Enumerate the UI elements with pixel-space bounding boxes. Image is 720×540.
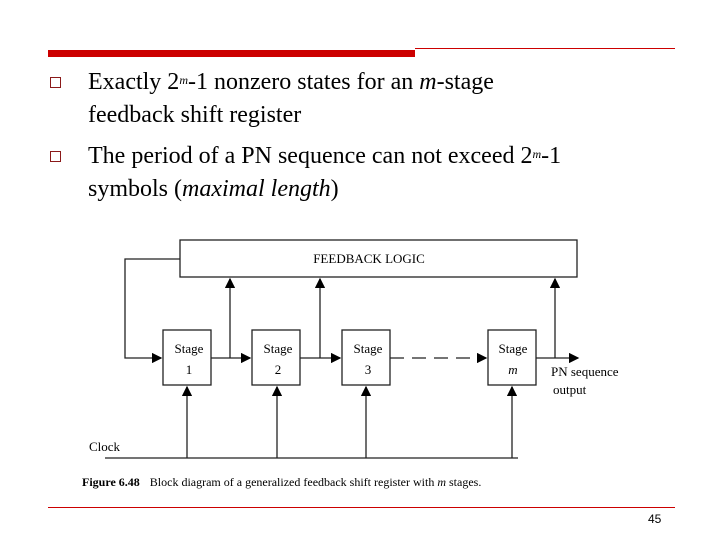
- feedback-logic-label: FEEDBACK LOGIC: [313, 251, 425, 266]
- stage-2-num: 2: [275, 362, 282, 377]
- stage-1-num: 1: [186, 362, 193, 377]
- stage-m-title: Stage: [499, 341, 528, 356]
- feedback-path: [124, 258, 180, 364]
- square-bullet-icon: [50, 151, 61, 162]
- stage-m-num: m: [508, 362, 517, 377]
- lfsr-block-diagram: FEEDBACK LOGIC Stage 1 Stage 2 Stage 3 S…: [70, 220, 642, 500]
- stage-3-title: Stage: [354, 341, 383, 356]
- output-label-1: PN sequence: [551, 364, 619, 379]
- output-label-2: output: [553, 382, 587, 397]
- square-bullet-icon: [50, 77, 61, 88]
- stage-1-title: Stage: [175, 341, 204, 356]
- clock-label: Clock: [89, 439, 121, 454]
- page-number: 45: [648, 512, 662, 526]
- stage-3-num: 3: [365, 362, 372, 377]
- bullet-1: Exactly 2m-1 nonzero states for an m-sta…: [50, 66, 648, 132]
- footer-rule: [48, 507, 675, 508]
- header-rule-thin: [415, 48, 675, 49]
- stage-2-title: Stage: [264, 341, 293, 356]
- header-rule-red: [48, 50, 415, 57]
- bullet-2: The period of a PN sequence can not exce…: [50, 140, 648, 206]
